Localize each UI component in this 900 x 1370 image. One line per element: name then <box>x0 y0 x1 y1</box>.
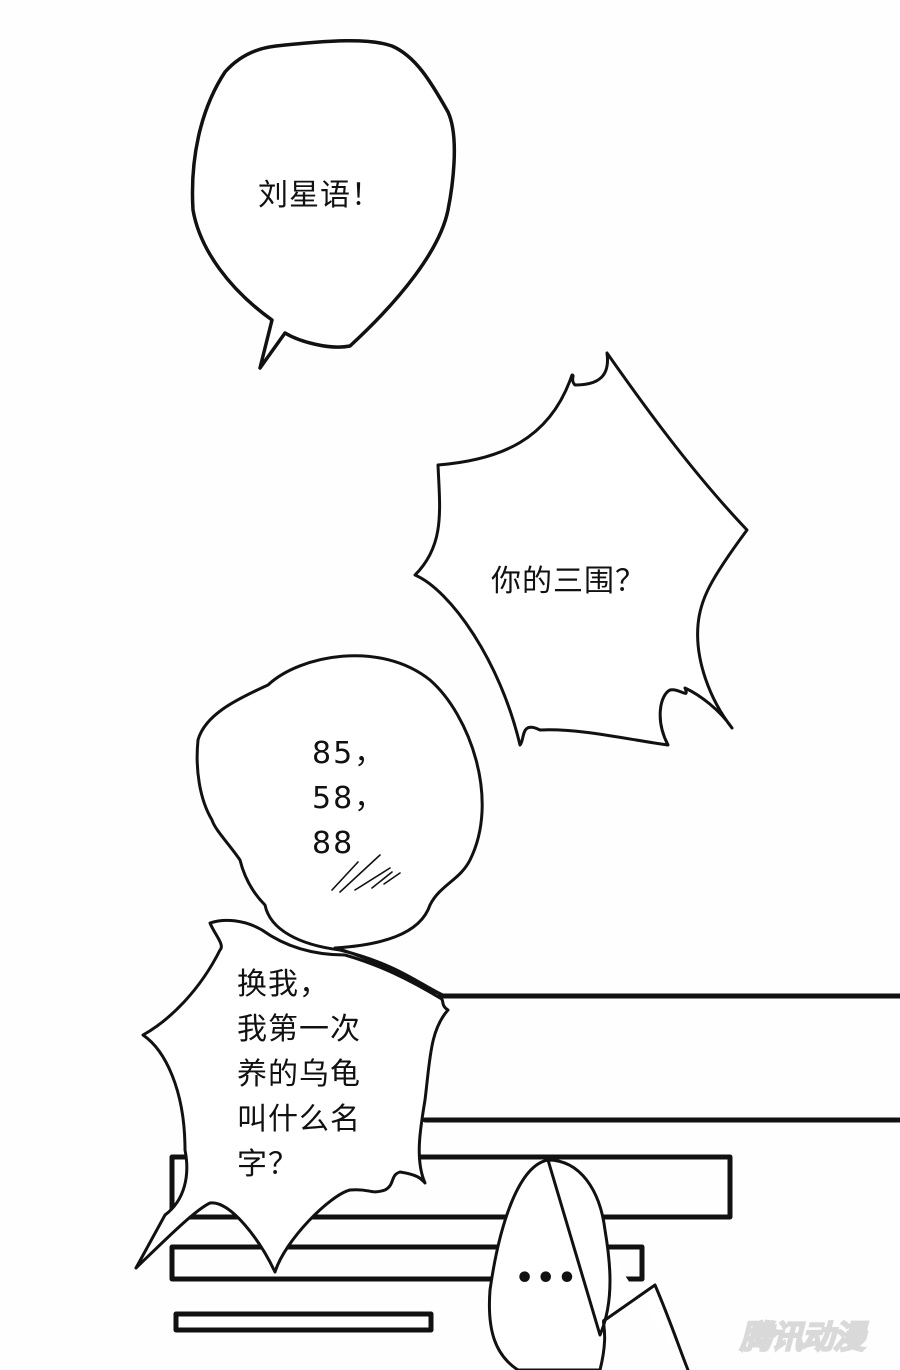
speech-bubble-5 <box>487 1158 690 1370</box>
bubble-1-text: 刘星语！ <box>258 178 382 213</box>
bubble-2-text: 你的三围？ <box>491 564 646 599</box>
watermark-logo: 腾讯动漫 <box>739 1317 866 1357</box>
shelf-lines <box>169 993 900 1333</box>
shout-bubble-4 <box>134 918 450 1274</box>
bubble-5-text: ••• <box>515 1261 579 1296</box>
shout-bubble-2 <box>413 351 749 747</box>
thought-bubble-3 <box>195 654 484 998</box>
bubble-4-text: 换我， 我第一次 养的乌龟 叫什么名 字？ <box>237 967 361 1182</box>
blush-marks <box>331 854 401 893</box>
bubble-3-text: 85， 58， 88 <box>312 736 387 861</box>
speech-bubble-1 <box>190 38 457 370</box>
